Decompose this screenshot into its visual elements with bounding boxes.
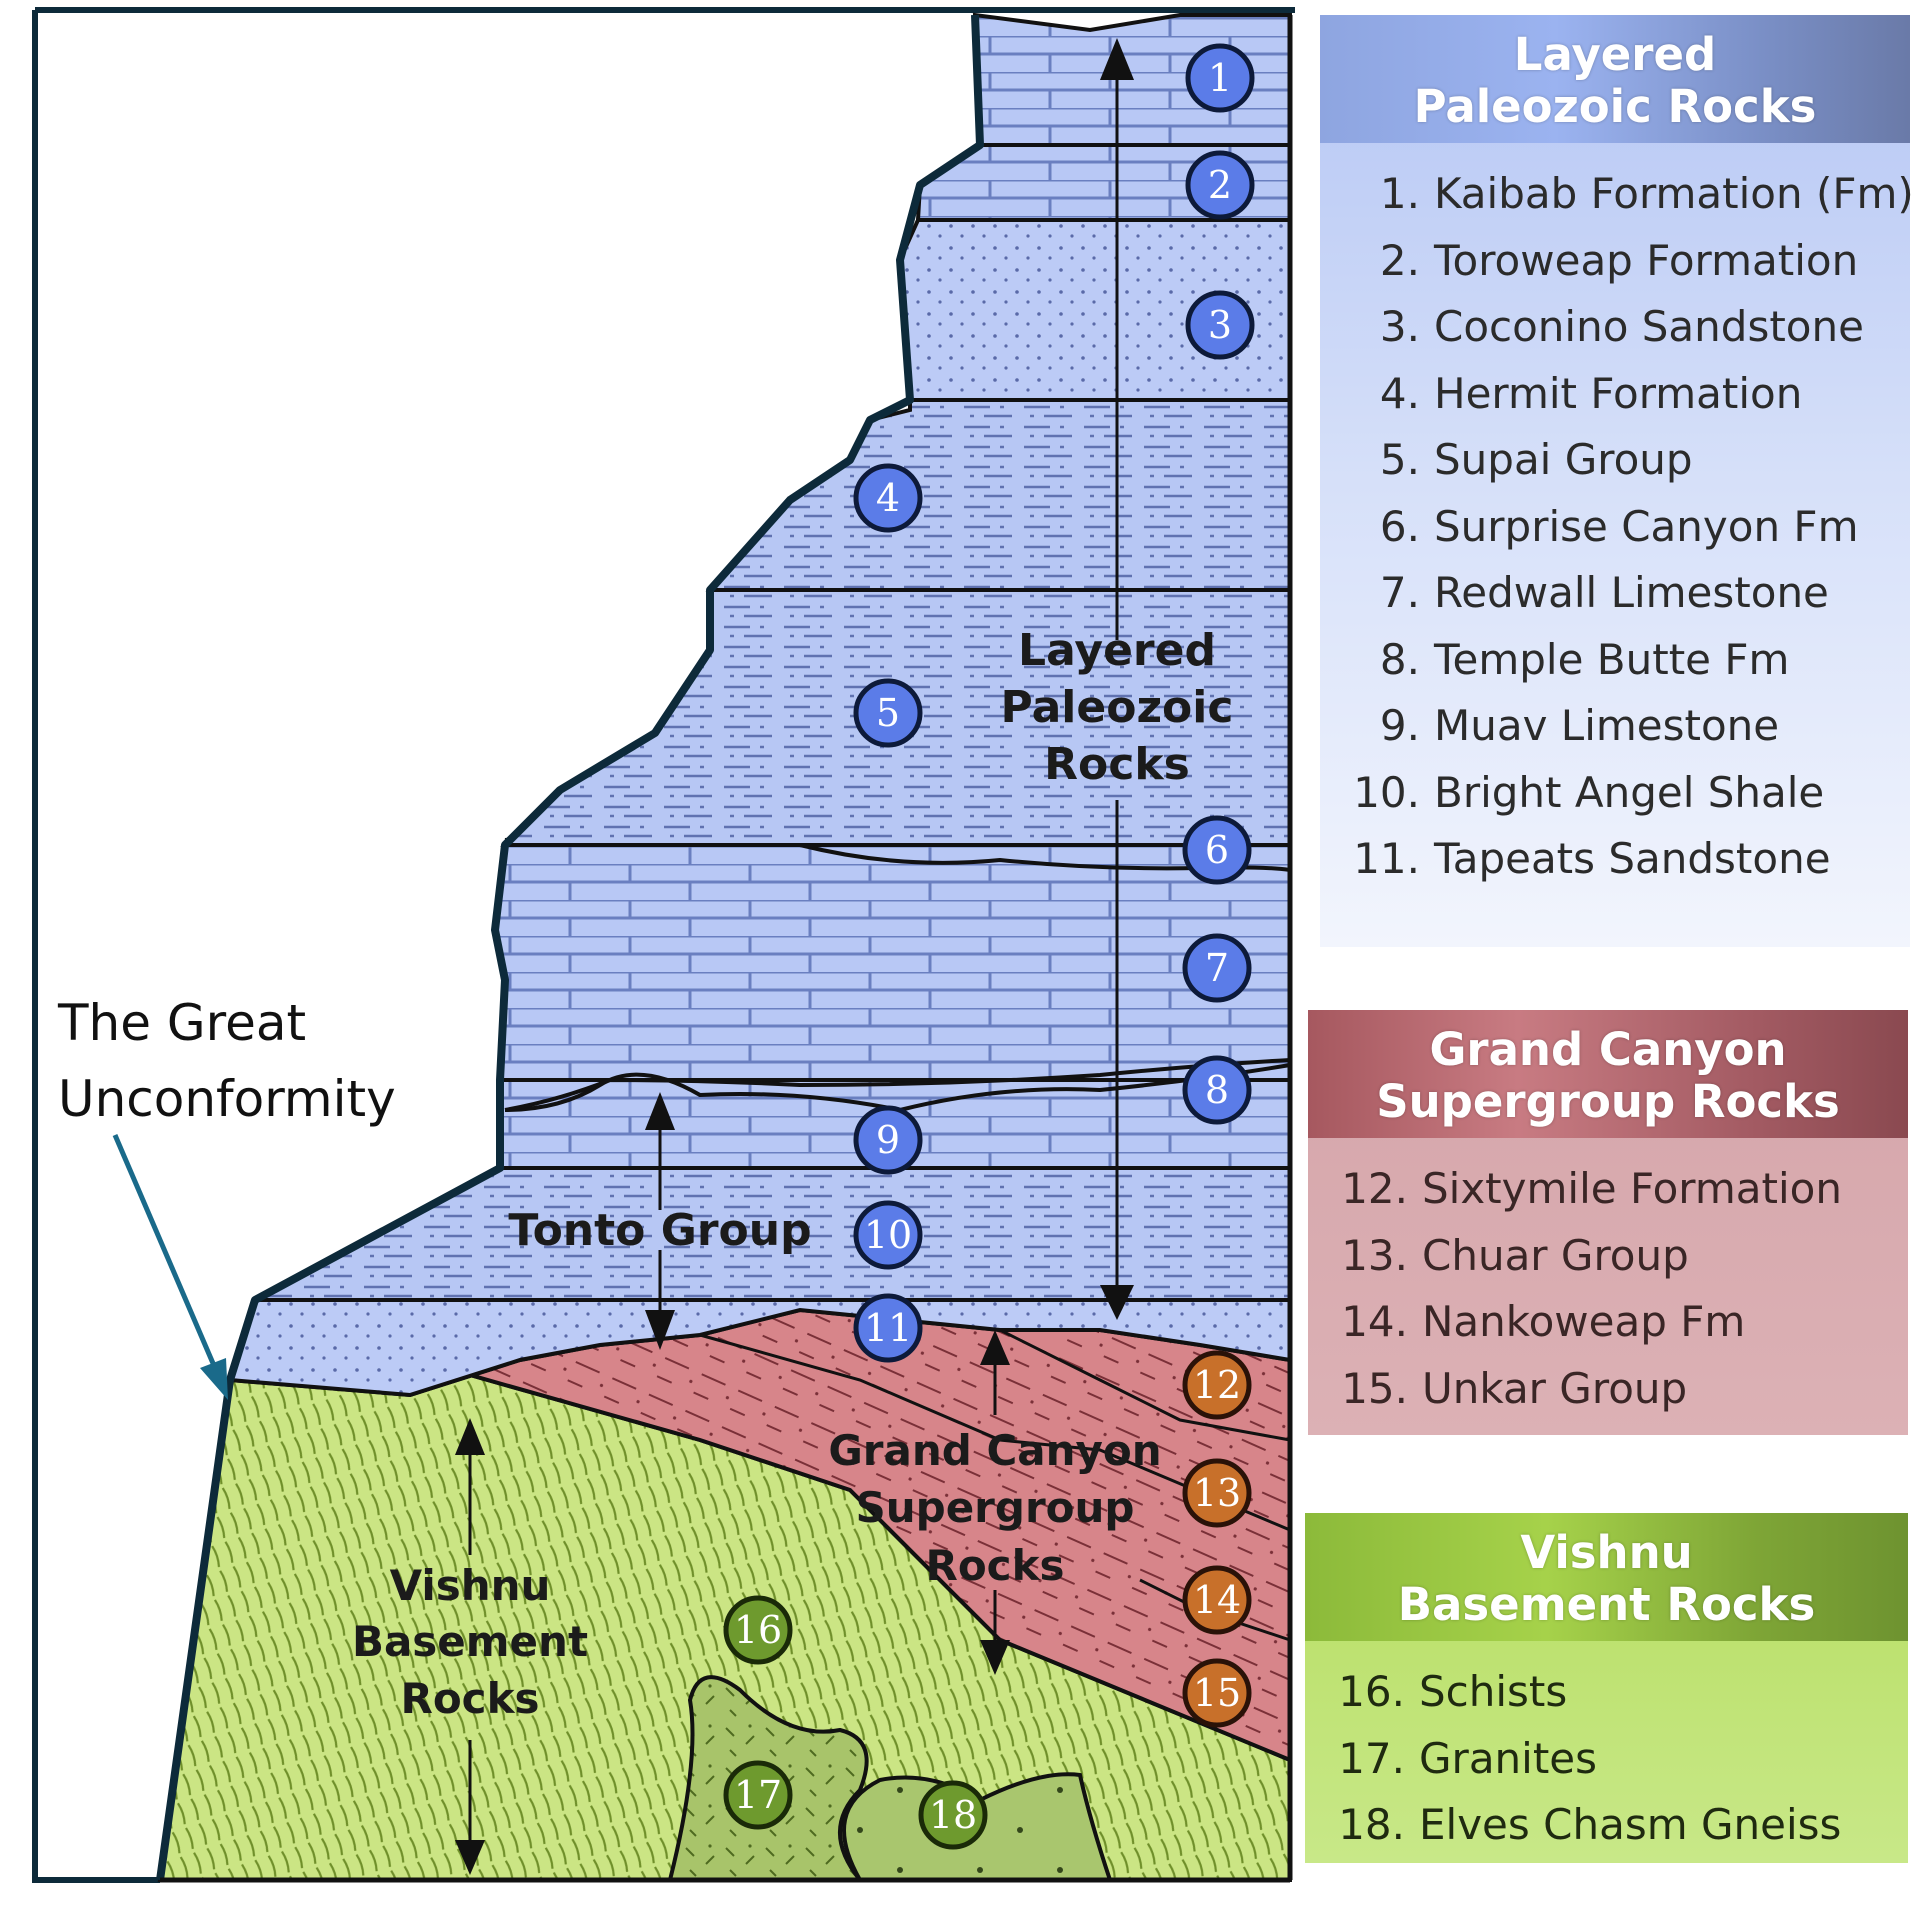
unconformity-arrow-icon (112, 1134, 228, 1400)
legend-item: 4.Hermit Formation (1379, 368, 1803, 418)
legend-item: 11.Tapeats Sandstone (1353, 834, 1831, 883)
label-vishnu-line2: Basement (352, 1617, 588, 1666)
legend-item: 14.Nankoweap Fm (1341, 1297, 1746, 1346)
label-paleozoic-line3: Rocks (1044, 739, 1190, 790)
svg-text:6: 6 (1205, 828, 1229, 872)
diagram-frame (32, 7, 1295, 1883)
svg-text:2: 2 (1208, 163, 1232, 207)
great-unconformity-annotation: The Great Unconformity (58, 985, 396, 1137)
badge-5: 5 (853, 678, 923, 748)
svg-text:15: 15 (1193, 1671, 1241, 1715)
badge-10: 10 (853, 1200, 923, 1270)
svg-text:17: 17 (734, 1773, 782, 1817)
badge-6: 6 (1182, 815, 1252, 885)
legend-item: 9.Muav Limestone (1379, 701, 1780, 750)
legend-item: 10.Bright Angel Shale (1353, 767, 1825, 817)
legend-item: 12.Sixtymile Formation (1341, 1164, 1842, 1213)
svg-text:9: 9 (876, 1118, 900, 1162)
legend-title-line2: Supergroup Rocks (1376, 1075, 1840, 1128)
legend-title-line2: Basement Rocks (1397, 1578, 1816, 1631)
legend-supergroup-title: Grand Canyon Supergroup Rocks (1308, 1010, 1908, 1138)
vishnu-extent-arrow (455, 1418, 485, 1875)
badge-1: 1 (1185, 43, 1255, 113)
svg-text:18: 18 (929, 1793, 977, 1837)
supergroup-extent-arrow (980, 1330, 1010, 1675)
legend-title-line1: Grand Canyon (1429, 1023, 1787, 1076)
legend-vishnu-title: Vishnu Basement Rocks (1305, 1513, 1908, 1641)
label-vishnu-line1: Vishnu (390, 1561, 551, 1610)
legend-item: 13.Chuar Group (1341, 1230, 1689, 1280)
badge-18: 18 (918, 1780, 988, 1850)
layer-tapeats (227, 1298, 1292, 1398)
canyon-profile-outline (156, 14, 984, 1881)
badge-13: 13 (1182, 1458, 1252, 1528)
layer-redwall (492, 843, 1292, 1082)
label-supergroup-line2: Supergroup (855, 1483, 1134, 1532)
legend-supergroup: Grand Canyon Supergroup Rocks 12.Sixtymi… (1308, 1010, 1908, 1435)
svg-text:14: 14 (1193, 1578, 1241, 1622)
tonto-extent-arrow (645, 1092, 675, 1350)
legend-paleozoic: Layered Paleozoic Rocks 1.Kaibab Formati… (1320, 15, 1914, 947)
legend-item: 17.Granites (1338, 1733, 1598, 1783)
paleozoic-extent-arrow (1100, 38, 1134, 1320)
badge-7: 7 (1182, 933, 1252, 1003)
svg-text:7: 7 (1205, 946, 1229, 990)
badge-9: 9 (853, 1105, 923, 1175)
label-supergroup-line3: Rocks (925, 1541, 1064, 1590)
cross-section-diagram: Layered Paleozoic Rocks Tonto Group Gran… (32, 7, 1295, 1883)
legend-vishnu-list: 16.Schists 17.Granites 18.Elves Chasm Gn… (1305, 1641, 1908, 1859)
badge-8: 8 (1182, 1055, 1252, 1125)
svg-text:5: 5 (876, 691, 900, 735)
svg-text:11: 11 (864, 1306, 912, 1350)
svg-text:3: 3 (1208, 303, 1232, 347)
legend-item: 18.Elves Chasm Gneiss (1338, 1800, 1842, 1849)
legend-paleozoic-list: 1.Kaibab Formation (Fm) 2.Toroweap Forma… (1320, 143, 1914, 893)
badge-16: 16 (723, 1595, 793, 1665)
legend-item: 7.Redwall Limestone (1379, 568, 1829, 617)
svg-text:10: 10 (864, 1213, 912, 1257)
legend-vishnu: Vishnu Basement Rocks 16.Schists 17.Gran… (1305, 1513, 1908, 1863)
svg-text:12: 12 (1193, 1363, 1241, 1407)
legend-item: 6.Surprise Canyon Fm (1379, 501, 1859, 551)
svg-text:4: 4 (876, 476, 900, 520)
label-paleozoic-line1: Layered (1018, 625, 1216, 676)
badge-14: 14 (1182, 1565, 1252, 1635)
legend-item: 8.Temple Butte Fm (1379, 634, 1790, 684)
badge-11: 11 (853, 1293, 923, 1363)
annotation-line2: Unconformity (58, 1070, 396, 1128)
legend-item: 2.Toroweap Formation (1379, 235, 1859, 285)
legend-title-line1: Vishnu (1520, 1526, 1693, 1579)
badge-3: 3 (1185, 290, 1255, 360)
label-supergroup-line1: Grand Canyon (828, 1426, 1161, 1475)
label-tonto-group: Tonto Group (508, 1205, 811, 1256)
badge-15: 15 (1182, 1658, 1252, 1728)
label-paleozoic-line2: Paleozoic (1001, 682, 1234, 733)
svg-text:16: 16 (734, 1608, 782, 1652)
badge-4: 4 (853, 463, 923, 533)
label-vishnu-line3: Rocks (400, 1674, 539, 1723)
legend-paleozoic-title: Layered Paleozoic Rocks (1320, 15, 1910, 143)
badge-12: 12 (1182, 1350, 1252, 1420)
svg-text:13: 13 (1193, 1471, 1241, 1515)
legend-supergroup-list: 12.Sixtymile Formation 13.Chuar Group 14… (1308, 1138, 1908, 1422)
legend-item: 5.Supai Group (1379, 435, 1693, 484)
legend-item: 15.Unkar Group (1341, 1363, 1688, 1413)
annotation-line1: The Great (58, 994, 307, 1052)
svg-text:1: 1 (1208, 56, 1232, 100)
legend-title-line2: Paleozoic Rocks (1413, 80, 1817, 133)
svg-text:8: 8 (1205, 1068, 1229, 1112)
legend-item: 3.Coconino Sandstone (1379, 302, 1864, 351)
legend-item: 1.Kaibab Formation (Fm) (1379, 169, 1914, 218)
legend-title-line1: Layered (1513, 28, 1717, 81)
badge-2: 2 (1185, 150, 1255, 220)
badge-17: 17 (723, 1760, 793, 1830)
legend-item: 16.Schists (1338, 1667, 1568, 1716)
